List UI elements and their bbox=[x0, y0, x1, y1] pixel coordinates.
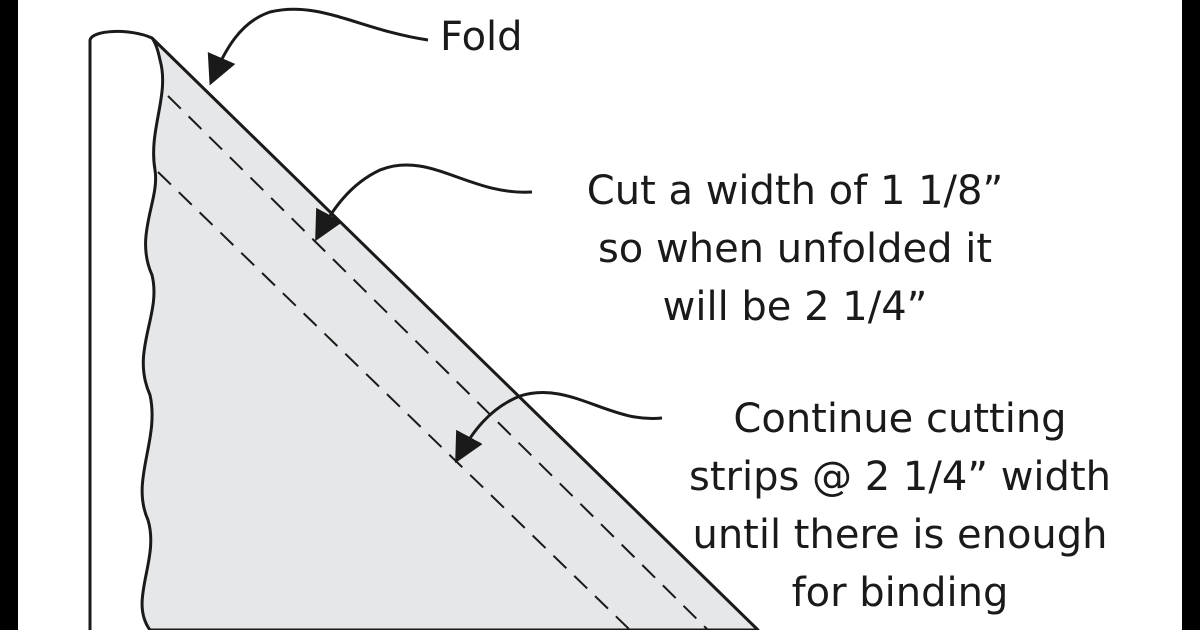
cut-width-line-1: Cut a width of 1 1/8” bbox=[586, 168, 1004, 214]
continue-cutting-line-3: until there is enough bbox=[692, 512, 1108, 558]
fold-label: Fold bbox=[440, 8, 523, 66]
fabric-left-edge bbox=[88, 29, 153, 630]
cut-line-second-strip bbox=[157, 171, 631, 630]
continue-cutting-label: Continue cutting strips @ 2 1/4” width u… bbox=[660, 390, 1140, 622]
continue-arrow bbox=[455, 390, 663, 464]
continue-cutting-line-1: Continue cutting bbox=[733, 396, 1067, 442]
fold-label-text: Fold bbox=[440, 14, 523, 60]
folded-fabric bbox=[140, 36, 760, 630]
cut-width-line-2: so when unfolded it bbox=[597, 226, 993, 272]
continue-cutting-line-2: strips @ 2 1/4” width bbox=[689, 454, 1111, 500]
continue-cutting-line-4: for binding bbox=[791, 570, 1009, 616]
cut-width-arrow bbox=[315, 163, 533, 242]
fold-arrow bbox=[207, 7, 429, 86]
cut-width-line-3: will be 2 1/4” bbox=[662, 284, 928, 330]
cut-line-first-strip bbox=[167, 95, 709, 630]
cut-width-label: Cut a width of 1 1/8” so when unfolded i… bbox=[550, 162, 1040, 336]
